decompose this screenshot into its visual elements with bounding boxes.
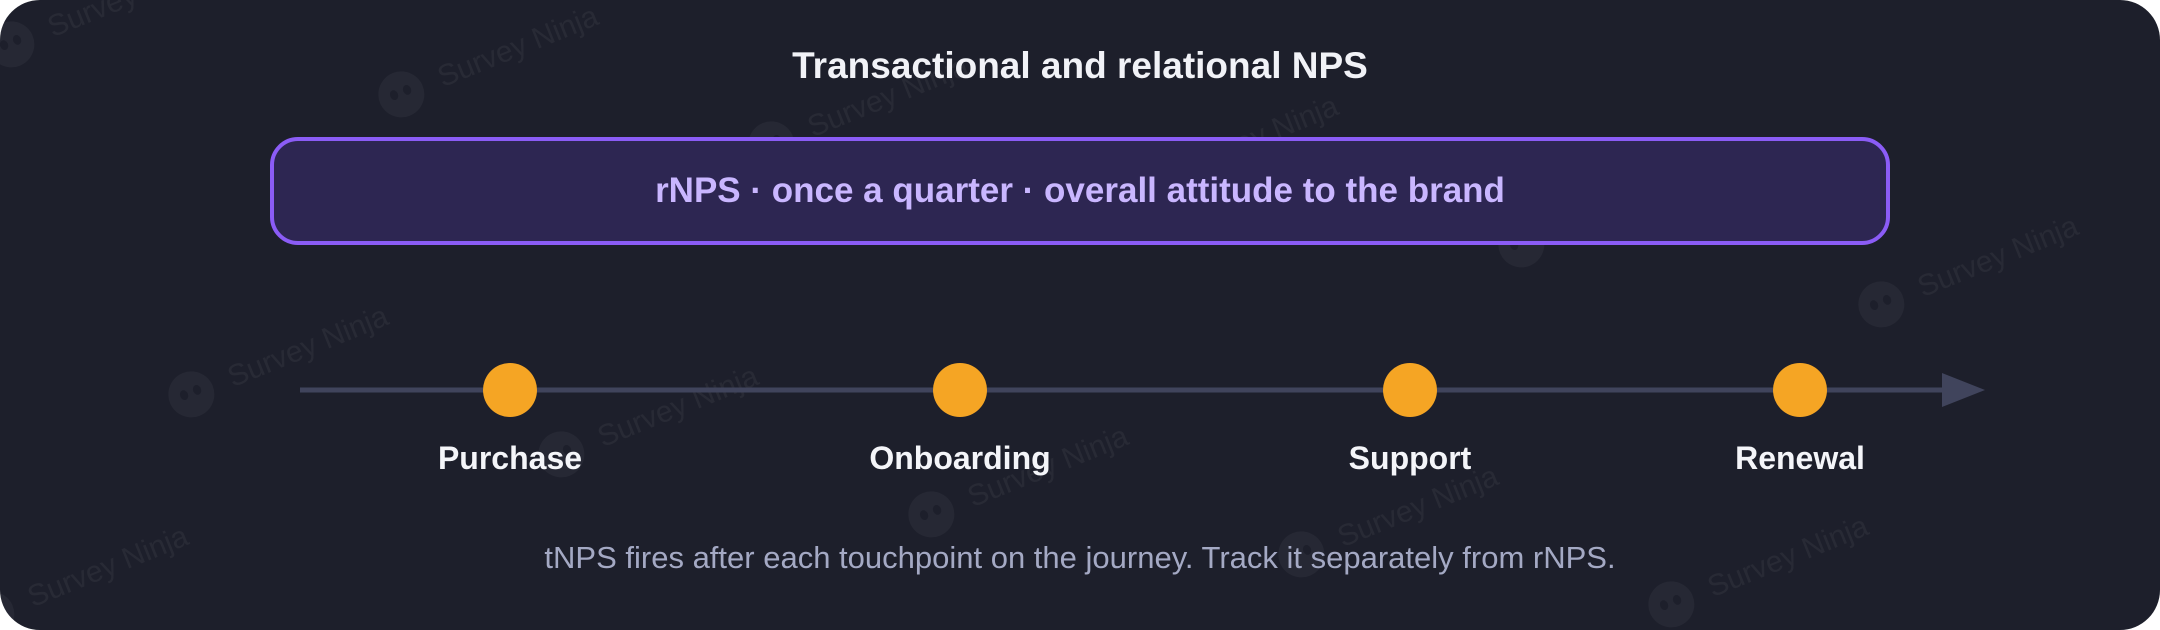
touchpoint-label-onboarding: Onboarding xyxy=(869,440,1051,476)
touchpoint-label-purchase: Purchase xyxy=(437,440,583,476)
rnps-band: rNPS · once a quarter · overall attitude… xyxy=(270,137,1890,245)
touchpoint-label-renewal: Renewal xyxy=(1735,440,1865,476)
touchpoint-dot-renewal xyxy=(1773,363,1827,417)
touchpoint-dot-purchase xyxy=(483,363,537,417)
touchpoint-label-support: Support xyxy=(1348,440,1472,476)
diagram-footnote: tNPS fires after each touchpoint on the … xyxy=(544,540,1616,575)
diagram-title: Transactional and relational NPS xyxy=(792,45,1368,86)
touchpoint-dot-support xyxy=(1383,363,1437,417)
rnps-band-label: rNPS · once a quarter · overall attitude… xyxy=(655,171,1505,210)
touchpoint-dot-onboarding xyxy=(933,363,987,417)
timeline-arrowhead-icon xyxy=(1942,373,1985,407)
